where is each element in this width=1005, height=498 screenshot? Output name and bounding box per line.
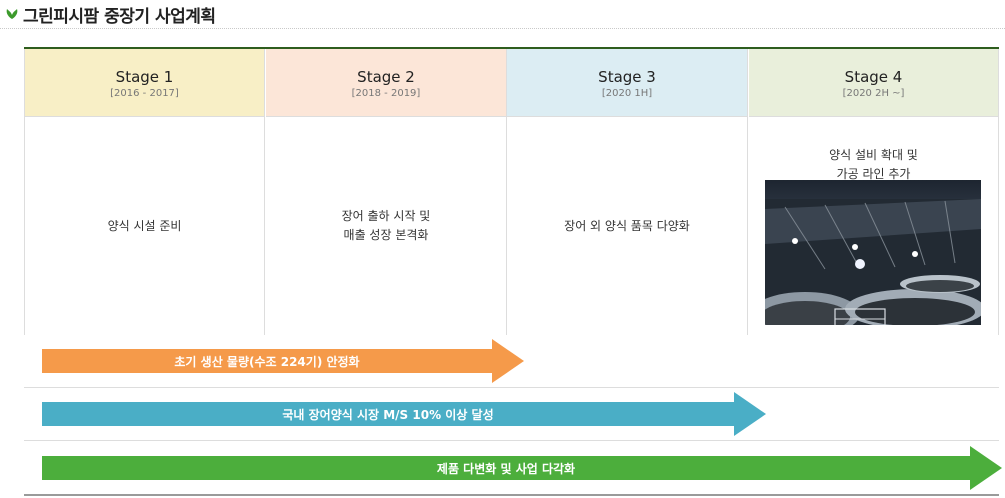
goal-label: 제품 다변화 및 사업 다각화	[42, 454, 970, 484]
stage-description: 장어 출하 시작 및 매출 성장 본격화	[266, 117, 506, 335]
stage-body-4: 양식 설비 확대 및 가공 라인 추가	[749, 117, 998, 335]
stage-period: [2018 - 2019]	[266, 88, 506, 99]
stage-column-1: Stage 1 [2016 - 2017] 양식 시설 준비	[24, 49, 265, 335]
stage-description: 양식 설비 확대 및 가공 라인 추가	[749, 136, 998, 184]
section-header: 그린피시팜 중장기 사업계획	[0, 0, 1005, 29]
fish-farm-illustration	[765, 199, 981, 325]
stage-description: 장어 외 양식 품목 다양화	[507, 117, 747, 335]
stage-period: [2020 2H ~]	[749, 88, 998, 99]
goal-row-2: 국내 장어양식 시장 M/S 10% 이상 달성	[24, 388, 999, 441]
stage-period: [2016 - 2017]	[25, 88, 264, 99]
goal-row-1: 초기 생산 물량(수조 224기) 안정화	[24, 335, 999, 388]
stage-header-4: Stage 4 [2020 2H ~]	[749, 49, 998, 117]
stage-column-4: Stage 4 [2020 2H ~] 양식 설비 확대 및 가공 라인 추가	[749, 49, 999, 335]
stage-name: Stage 2	[266, 68, 506, 86]
stage-name: Stage 4	[749, 68, 998, 86]
stage-description: 양식 시설 준비	[25, 117, 264, 335]
goal-label: 초기 생산 물량(수조 224기) 안정화	[42, 347, 492, 377]
stage-name: Stage 1	[25, 68, 264, 86]
stage-header-1: Stage 1 [2016 - 2017]	[25, 49, 264, 117]
stage-table: Stage 1 [2016 - 2017] 양식 시설 준비 Stage 2 […	[24, 47, 999, 337]
stage-name: Stage 3	[507, 68, 747, 86]
stage-period: [2020 1H]	[507, 88, 747, 99]
stage-header-2: Stage 2 [2018 - 2019]	[266, 49, 506, 117]
goal-label: 국내 장어양식 시장 M/S 10% 이상 달성	[42, 400, 734, 430]
stage-column-3: Stage 3 [2020 1H] 장어 외 양식 품목 다양화	[507, 49, 748, 335]
stage-header-3: Stage 3 [2020 1H]	[507, 49, 747, 117]
fish-farm-photo	[765, 180, 981, 325]
goal-row-3: 제품 다변화 및 사업 다각화	[24, 441, 999, 496]
stage-column-2: Stage 2 [2018 - 2019] 장어 출하 시작 및 매출 성장 본…	[266, 49, 507, 335]
page-title: 그린피시팜 중장기 사업계획	[23, 2, 216, 27]
leaf-icon	[4, 5, 20, 21]
